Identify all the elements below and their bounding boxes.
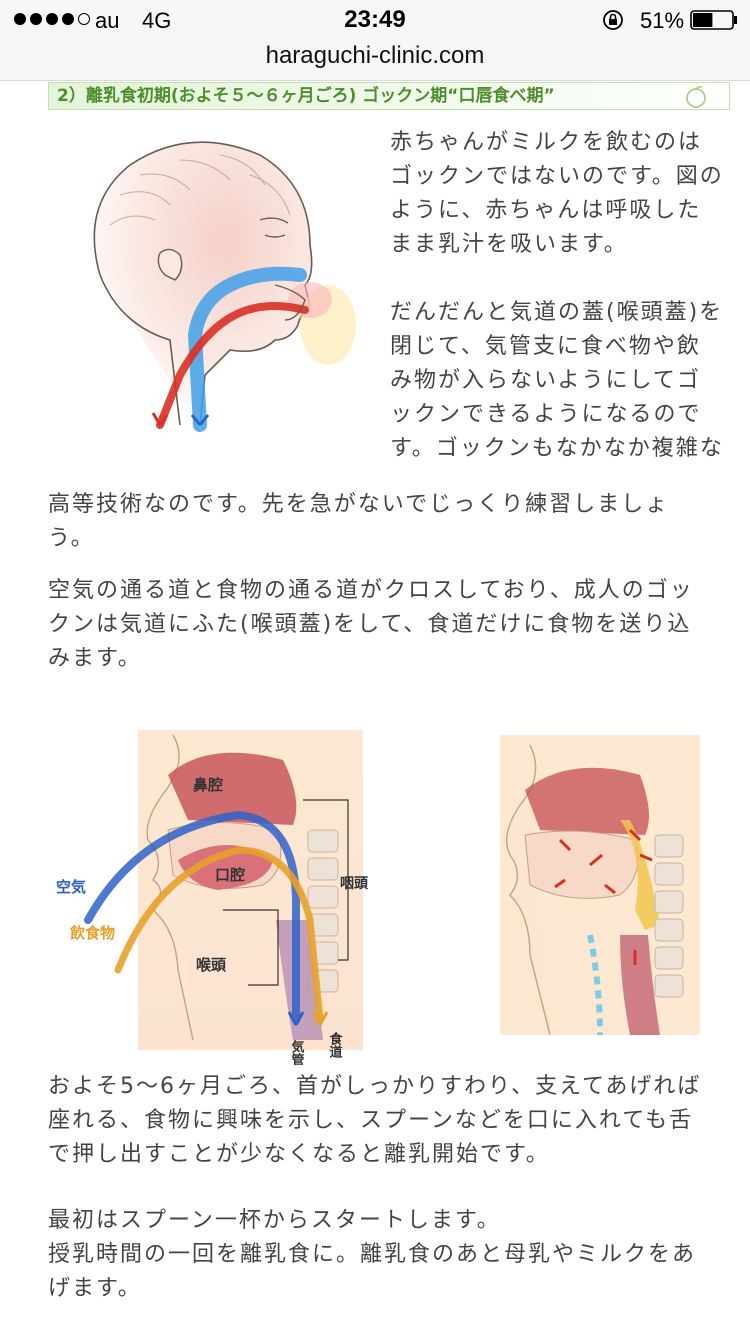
apple-icon <box>686 86 706 108</box>
intro-paragraph-2-continued: 高等技術なのです。先を急がないでじっくり練習しましょ う。 <box>48 492 670 551</box>
status-bar: au 4G 23:49 51% <box>0 0 750 40</box>
rotation-lock-icon <box>603 10 623 30</box>
adult-swallow-anatomy-diagram: 鼻腔 口腔 咽頭 喉頭 空気 飲食物 気管 食道 <box>56 730 369 1065</box>
label-nasal-cavity: 鼻腔 <box>193 776 223 794</box>
label-air: 空気 <box>56 878 86 896</box>
section-heading: 2）離乳食初期(およそ５～６ヶ月ごろ) ゴックン期“口唇食べ期” <box>48 82 730 110</box>
status-time: 23:49 <box>344 6 406 33</box>
label-oral-cavity: 口腔 <box>215 866 245 884</box>
signal-strength-icon <box>14 13 90 25</box>
label-food-drink: 飲食物 <box>69 924 115 942</box>
intro-paragraph-1: 赤ちゃんがミルクを飲むのは ゴックンではないのです。図の ように、赤ちゃんは呼吸… <box>390 130 724 257</box>
section-heading-text: 2）離乳食初期(およそ５～６ヶ月ごろ) ゴックン期“口唇食べ期” <box>57 86 555 106</box>
battery-percentage: 51% <box>640 8 685 33</box>
address-bar[interactable]: haraguchi-clinic.com <box>0 40 750 81</box>
label-trachea: 気管 <box>289 1039 305 1065</box>
first-spoon-paragraph: 最初はスプーン一杯からスタートします。 授乳時間の一回を離乳食に。離乳食のあと母… <box>48 1208 697 1301</box>
battery-icon <box>690 10 737 30</box>
label-larynx: 喉頭 <box>196 956 227 974</box>
intro-paragraph-2: だんだんと気道の蓋(喉頭蓋)を 閉じて、気管支に食べ物や飲 み物が入らないように… <box>390 300 724 461</box>
label-pharynx: 咽頭 <box>340 876 369 892</box>
crossing-paths-paragraph: 空気の通る道と食物の通る道がクロスしており、成人のゴッ クンは気道にふた(喉頭蓋… <box>48 578 694 671</box>
weaning-start-paragraph: およそ5〜6ヶ月ごろ、首がしっかりすわり、支えてあげれば 座れる、食物に興味を示… <box>48 1074 702 1167</box>
network-type: 4G <box>142 8 172 33</box>
carrier-name: au <box>95 8 120 33</box>
baby-nursing-illustration <box>93 141 356 432</box>
swallow-closure-diagram <box>500 735 700 1035</box>
label-esophagus: 食道 <box>327 1031 343 1059</box>
